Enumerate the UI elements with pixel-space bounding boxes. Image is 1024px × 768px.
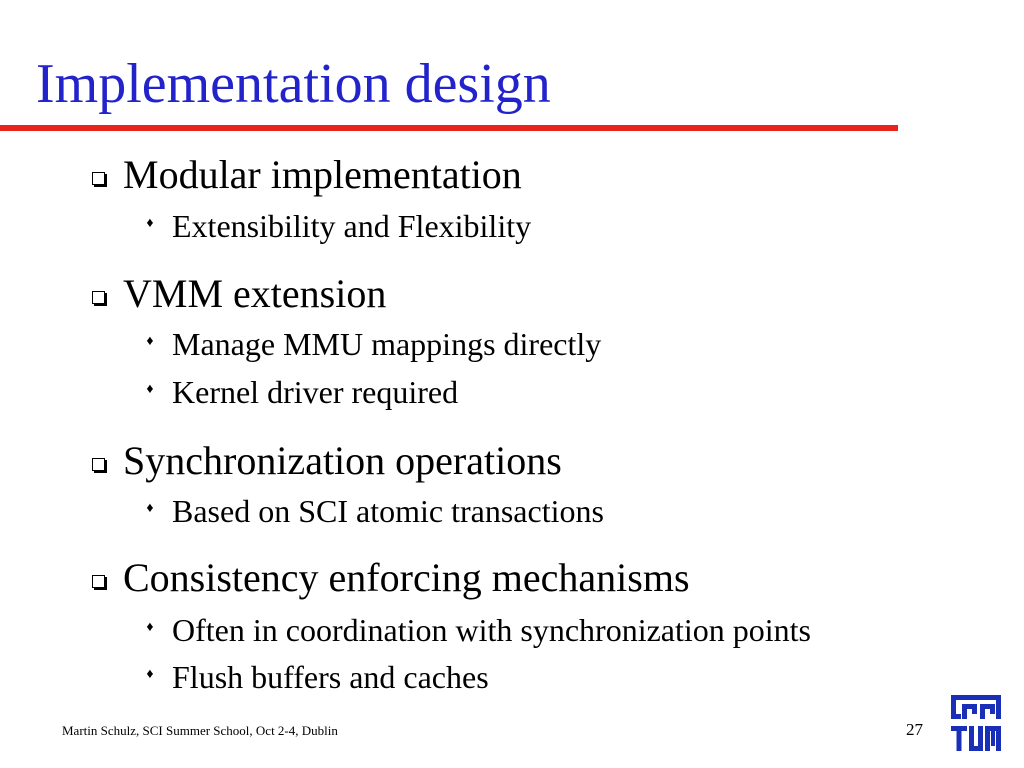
bullet-text: VMM extension	[123, 271, 387, 316]
sub-bullet-item: ♦ Extensibility and Flexibility	[144, 206, 531, 246]
square-bullet-icon	[92, 574, 105, 588]
title-underline	[0, 125, 898, 131]
bullet-item: Synchronization operations	[92, 437, 562, 485]
bullet-text: Modular implementation	[123, 152, 522, 197]
sub-bullet-text: Based on SCI atomic transactions	[172, 493, 604, 529]
sub-bullet-item: ♦ Often in coordination with synchroniza…	[144, 610, 811, 650]
slide-title: Implementation design	[36, 53, 551, 115]
sub-bullet-text: Extensibility and Flexibility	[172, 208, 532, 244]
bullet-text: Consistency enforcing mechanisms	[123, 555, 690, 600]
sub-bullet-item: ♦ Manage MMU mappings directly	[144, 324, 601, 364]
diamond-bullet-icon: ♦	[146, 216, 154, 231]
footer-text: Martin Schulz, SCI Summer School, Oct 2-…	[62, 723, 338, 738]
bullet-item: VMM extension	[92, 270, 386, 318]
bullet-item: Modular implementation	[92, 151, 522, 199]
page-number: 27	[906, 720, 923, 739]
bullet-text: Synchronization operations	[123, 438, 562, 483]
diamond-bullet-icon: ♦	[146, 334, 154, 349]
diamond-bullet-icon: ♦	[146, 620, 154, 635]
sub-bullet-item: ♦ Based on SCI atomic transactions	[144, 491, 604, 531]
bullet-item: Consistency enforcing mechanisms	[92, 554, 690, 602]
sub-bullet-item: ♦ Kernel driver required	[144, 372, 458, 412]
sub-bullet-text: Often in coordination with synchronizati…	[172, 612, 811, 648]
diamond-bullet-icon: ♦	[146, 501, 154, 516]
square-bullet-icon	[92, 171, 105, 185]
sub-bullet-item: ♦ Flush buffers and caches	[144, 657, 489, 697]
diamond-bullet-icon: ♦	[146, 382, 154, 397]
sub-bullet-text: Kernel driver required	[172, 374, 459, 410]
sub-bullet-text: Flush buffers and caches	[172, 659, 489, 695]
square-bullet-icon	[92, 457, 105, 471]
square-bullet-icon	[92, 290, 105, 304]
sub-bullet-text: Manage MMU mappings directly	[172, 326, 602, 362]
diamond-bullet-icon: ♦	[146, 667, 154, 682]
tum-logo-icon	[951, 695, 1001, 751]
